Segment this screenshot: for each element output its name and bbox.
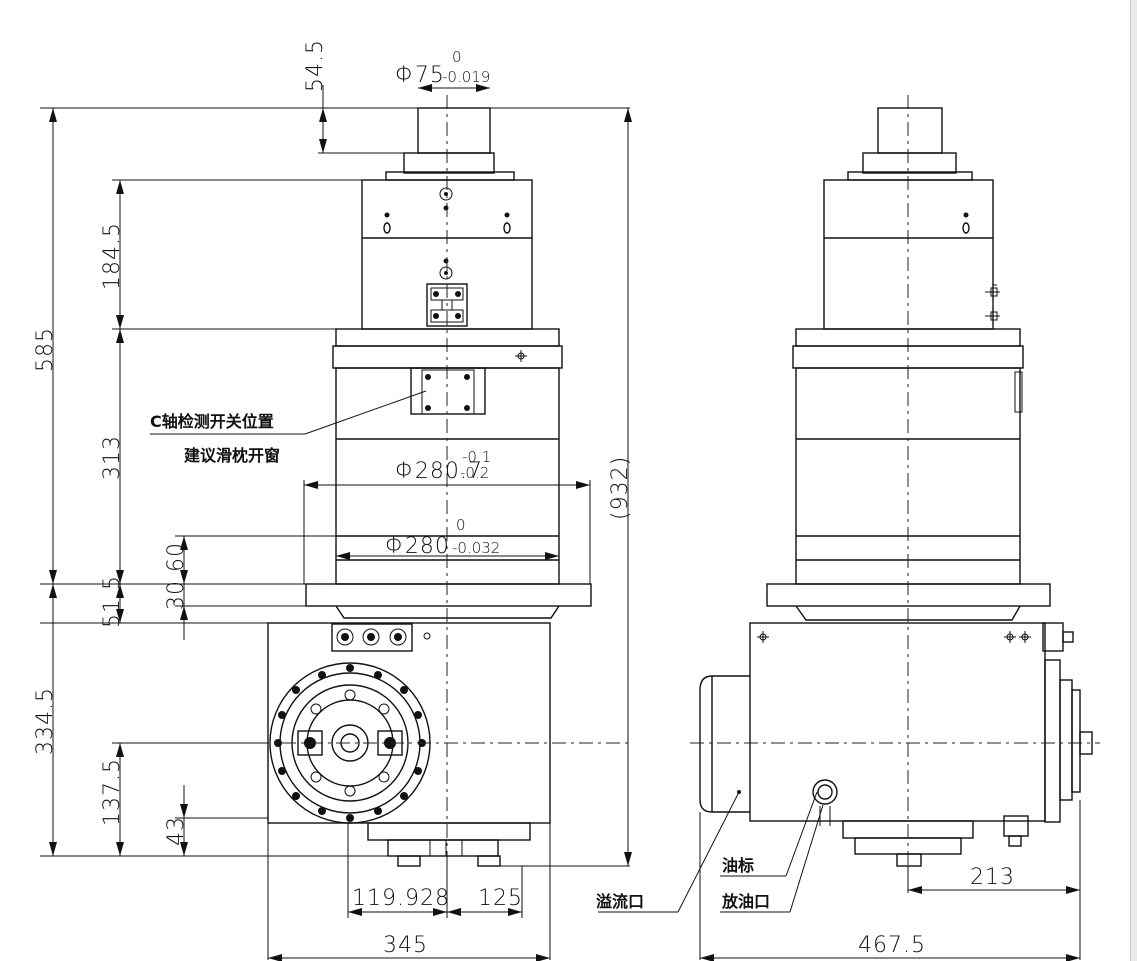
- dim-313: 313: [100, 435, 125, 480]
- side-view: [690, 95, 1100, 895]
- oil-gauge: [812, 779, 838, 805]
- upper-housing: [361, 179, 533, 330]
- note-drain: 放油口: [721, 892, 770, 911]
- dim-125: 125: [478, 886, 523, 911]
- dim-phi280-b-lower: -0.032: [452, 539, 500, 557]
- connector-block: [331, 623, 413, 652]
- front-view: [255, 95, 630, 895]
- dim-phi75-lower: -0.019: [442, 68, 490, 86]
- side-upper-housing: [823, 179, 994, 330]
- dim-54-5: 54.5: [303, 39, 328, 92]
- side-left-cover: [699, 675, 750, 813]
- dim-932: (932): [608, 456, 633, 520]
- note-overflow: 溢流口: [596, 892, 644, 911]
- dim-334-5: 334.5: [33, 687, 58, 755]
- bottom-plate: [367, 822, 531, 841]
- dim-phi280-b: Φ280: [385, 534, 450, 559]
- note-c-axis: C轴检测开关位置: [150, 412, 274, 431]
- mount-flange: [305, 583, 592, 607]
- dim-585: 585: [33, 327, 58, 372]
- lower-gearbox: [267, 622, 551, 824]
- note-oil-gauge: 油标: [722, 856, 754, 875]
- dim-phi280-b-upper: 0: [456, 516, 466, 534]
- dim-137-5: 137.5: [100, 758, 125, 826]
- dim-phi75: Φ75: [395, 63, 445, 88]
- dim-phi75-upper: 0: [452, 48, 462, 66]
- dim-51-5: 51.5: [100, 575, 125, 628]
- dim-119-928: 119.928: [352, 886, 450, 911]
- dim-43: 43: [164, 816, 189, 846]
- dim-phi280-a-upper: -0.1: [462, 448, 491, 466]
- dim-184-5: 184.5: [100, 222, 125, 290]
- side-view-dimensions: [598, 791, 1081, 961]
- dim-213: 213: [970, 865, 1015, 890]
- top-shaft: [417, 107, 491, 154]
- note-window: 建议滑枕开窗: [184, 446, 280, 465]
- dim-467-5: 467.5: [858, 933, 926, 958]
- dim-phi280-a-lower: -0.2: [460, 464, 489, 482]
- side-gearbox: [749, 622, 1046, 822]
- side-top-shaft: [877, 107, 943, 154]
- front-view-dimensions: [40, 84, 632, 961]
- dim-phi280-overlap: Φ280.7: [395, 459, 483, 484]
- dim-345: 345: [383, 933, 428, 958]
- shaft-collar: [403, 152, 495, 174]
- window-edge: [1130, 0, 1137, 961]
- dim-30-60: 30 60: [164, 542, 189, 610]
